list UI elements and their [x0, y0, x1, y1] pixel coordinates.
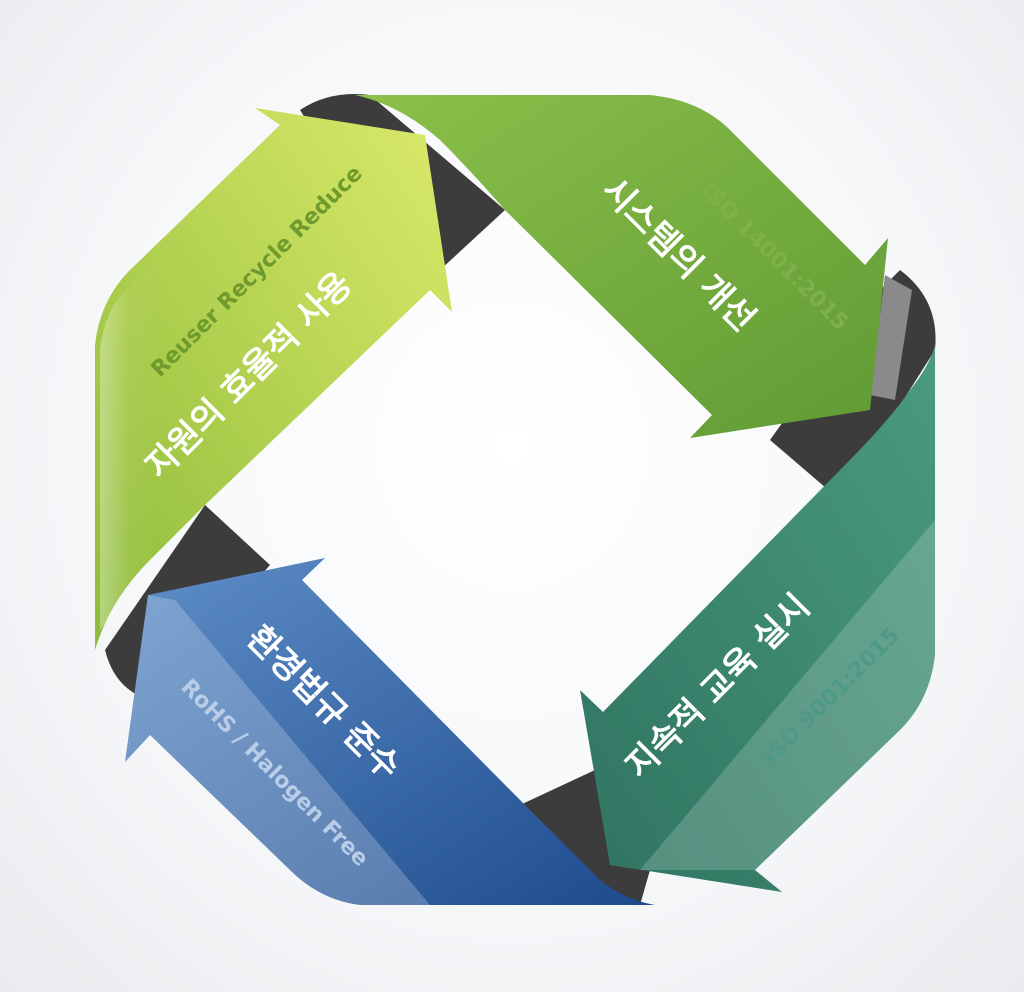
arrow-system-shape [355, 95, 888, 438]
arrow-resource-shape [95, 108, 452, 650]
arrow-resource-gloss [100, 255, 160, 630]
arrow-education-shape [580, 345, 935, 892]
ribbon-fold-right-highlight [870, 275, 912, 400]
arrow-regulation: 환경법규 준수 RoHS / Halogen Free [125, 558, 655, 905]
arrow-resource: Reuser Recycle Reduce 자원의 효율적 사용 [95, 108, 452, 650]
arrow-regulation-shape [125, 558, 655, 905]
arrow-education-gloss [640, 520, 935, 870]
arrow-system: ISO 14001:2015 시스템의 개선 [355, 95, 888, 438]
arrow-regulation-gloss [125, 595, 430, 905]
arrow-education: ISO 9001:2015 지속적 교육 실시 [580, 345, 935, 892]
